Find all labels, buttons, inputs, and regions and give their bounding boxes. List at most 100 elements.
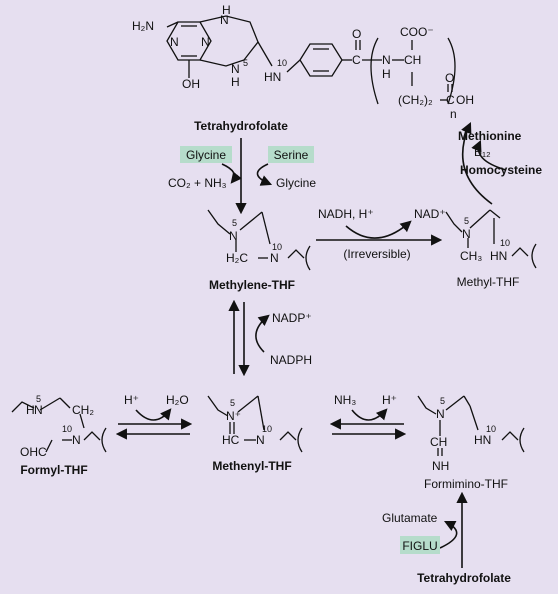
figlu-consume-arrow <box>439 520 458 549</box>
thf-top-atom: N <box>231 62 240 76</box>
formyl-atom: 10 <box>62 424 72 434</box>
formimino-label: Formimino-THF <box>424 477 508 491</box>
formimino-atom: 10 <box>486 424 496 434</box>
glycine-tag <box>180 146 232 163</box>
thf-top-atom: C <box>446 93 455 107</box>
formimino-atom: NH <box>432 459 449 473</box>
methionine-label: Methionine <box>458 129 522 143</box>
methyl-atom: CH₃ <box>460 249 482 263</box>
serine-label: Serine <box>274 148 309 162</box>
nadp-label: NADP⁺ <box>272 311 312 325</box>
thf-top-atom: N <box>170 35 179 49</box>
figlu-tag <box>400 536 440 554</box>
thf-top-atom: O <box>352 27 361 41</box>
methenyl-atom: 10 <box>262 424 272 434</box>
formyl-atom: H <box>26 403 35 417</box>
h-plus-left-label: H⁺ <box>124 393 139 407</box>
nadh-label: NADH, H⁺ <box>318 207 374 221</box>
nadph-step: NADP⁺ NADPH <box>228 299 312 377</box>
formimino-atom: CH <box>430 435 447 449</box>
thf-top-atom: 5 <box>243 58 248 68</box>
methenyl-formimino-step: NH₃ H⁺ <box>329 393 407 440</box>
formimino-atom: 5 <box>440 396 445 406</box>
ammonia-release-arrow <box>351 408 388 421</box>
nh3-label: NH₃ <box>334 393 356 407</box>
methylene-atom: N <box>229 229 238 243</box>
glycine-consume-arrow <box>221 163 242 184</box>
thf-top-atom: H <box>222 3 231 17</box>
methenyl-thf-structure: N⁺ 5 HC N 10 Methenyl-THF <box>207 395 303 473</box>
methylene-thf-structure: N 5 H₂C N 10 Methylene-THF <box>207 209 311 292</box>
thf-top-atom: OH <box>456 93 474 107</box>
methenyl-atom: N <box>256 433 265 447</box>
formyl-atom: N <box>72 433 81 447</box>
thf-top-atom: H₂N <box>132 19 154 33</box>
homocysteine-arrow <box>471 139 507 171</box>
thf-top-atom: H <box>231 75 240 89</box>
irreversible-label: (Irreversible) <box>343 247 410 261</box>
thf-bottom-label: Tetrahydrofolate <box>417 571 511 585</box>
thf-top-atom: COO⁻ <box>400 25 434 39</box>
thf-top-atom: CH <box>404 53 421 67</box>
methyl-atom: N <box>462 227 471 241</box>
b12-label: B₁₂ <box>474 145 491 159</box>
nadph-label: NADPH <box>270 353 312 367</box>
methylene-atom: N <box>270 251 279 265</box>
methyl-atom: 5 <box>464 216 469 226</box>
nadh-consume-arrow <box>345 220 412 239</box>
methenyl-atom: N⁺ <box>226 409 241 423</box>
glycine-in-label: Glycine <box>186 148 226 162</box>
thf-top-atom: 10 <box>277 58 287 68</box>
methylene-atom: H₂C <box>226 251 248 265</box>
methionine-step: Methionine B₁₂ Homocysteine <box>458 121 542 205</box>
h-plus-right-label: H⁺ <box>382 393 397 407</box>
methylene-atom: 5 <box>232 218 237 228</box>
formyl-thf-structure: N H 5 CH₂ OHC N 10 Formyl-THF <box>11 394 107 477</box>
thf-top-atom: C <box>352 53 361 67</box>
co2-nh3-label: CO₂ + NH₃ <box>168 176 227 190</box>
glycine-out-label: Glycine <box>276 176 316 190</box>
thf-top-atom: (CH₂)₂ <box>398 93 433 107</box>
formimino-atom: HN <box>474 433 491 447</box>
thf-top-atom: N <box>382 53 391 67</box>
thf-top-atom: N <box>220 13 229 27</box>
thf-top-atom: OH <box>182 77 200 91</box>
serine-consume-arrow <box>256 163 273 186</box>
thf-top-atom: n <box>450 107 457 121</box>
methenyl-label: Methenyl-THF <box>212 459 291 473</box>
thf-top-atom: HN <box>264 70 281 84</box>
methylene-label: Methylene-THF <box>209 278 295 292</box>
h2o-label: H₂O <box>166 393 189 407</box>
formyl-atom: N <box>34 403 43 417</box>
nadph-consume-arrow <box>255 314 270 353</box>
formimino-thf-structure: N 5 CH NH HN 10 Formimino-THF <box>417 395 525 491</box>
reduction-step: NADH, H⁺ NAD⁺ (Irreversible) <box>316 207 446 261</box>
methylene-atom: 10 <box>272 242 282 252</box>
serine-tag <box>268 146 314 163</box>
formyl-label: Formyl-THF <box>20 463 87 477</box>
nad-label: NAD⁺ <box>414 207 446 221</box>
methyl-atom: HN <box>490 249 507 263</box>
thf-top-structure: H₂N H N N N N H 5 OH HN 10 C O N H CH CO… <box>132 3 474 133</box>
figlu-step: FIGLU Glutamate Tetrahydrofolate <box>382 491 511 585</box>
formyl-atom: 5 <box>36 394 41 404</box>
thf-top-label: Tetrahydrofolate <box>194 119 288 133</box>
thf-top-atom: O <box>445 71 454 85</box>
serine-glycine-step: Glycine Serine CO₂ + NH₃ Glycine <box>168 138 316 215</box>
methyl-label: Methyl-THF <box>457 275 520 289</box>
homocysteine-label: Homocysteine <box>460 163 542 177</box>
formyl-methenyl-step: H⁺ H₂O <box>115 393 193 440</box>
glutamate-label: Glutamate <box>382 511 438 525</box>
formyl-atom: CH₂ <box>72 403 94 417</box>
figlu-label: FIGLU <box>402 539 437 553</box>
methenyl-atom: 5 <box>230 398 235 408</box>
methyl-thf-structure: N 5 CH₃ HN 10 Methyl-THF <box>445 209 537 289</box>
methenyl-atom: HC <box>222 433 240 447</box>
thf-top-atom: H <box>382 67 391 81</box>
methyl-atom: 10 <box>500 238 510 248</box>
formyl-atom: OHC <box>20 445 47 459</box>
thf-top-atom: N <box>201 35 210 49</box>
water-release-arrow <box>135 408 172 421</box>
